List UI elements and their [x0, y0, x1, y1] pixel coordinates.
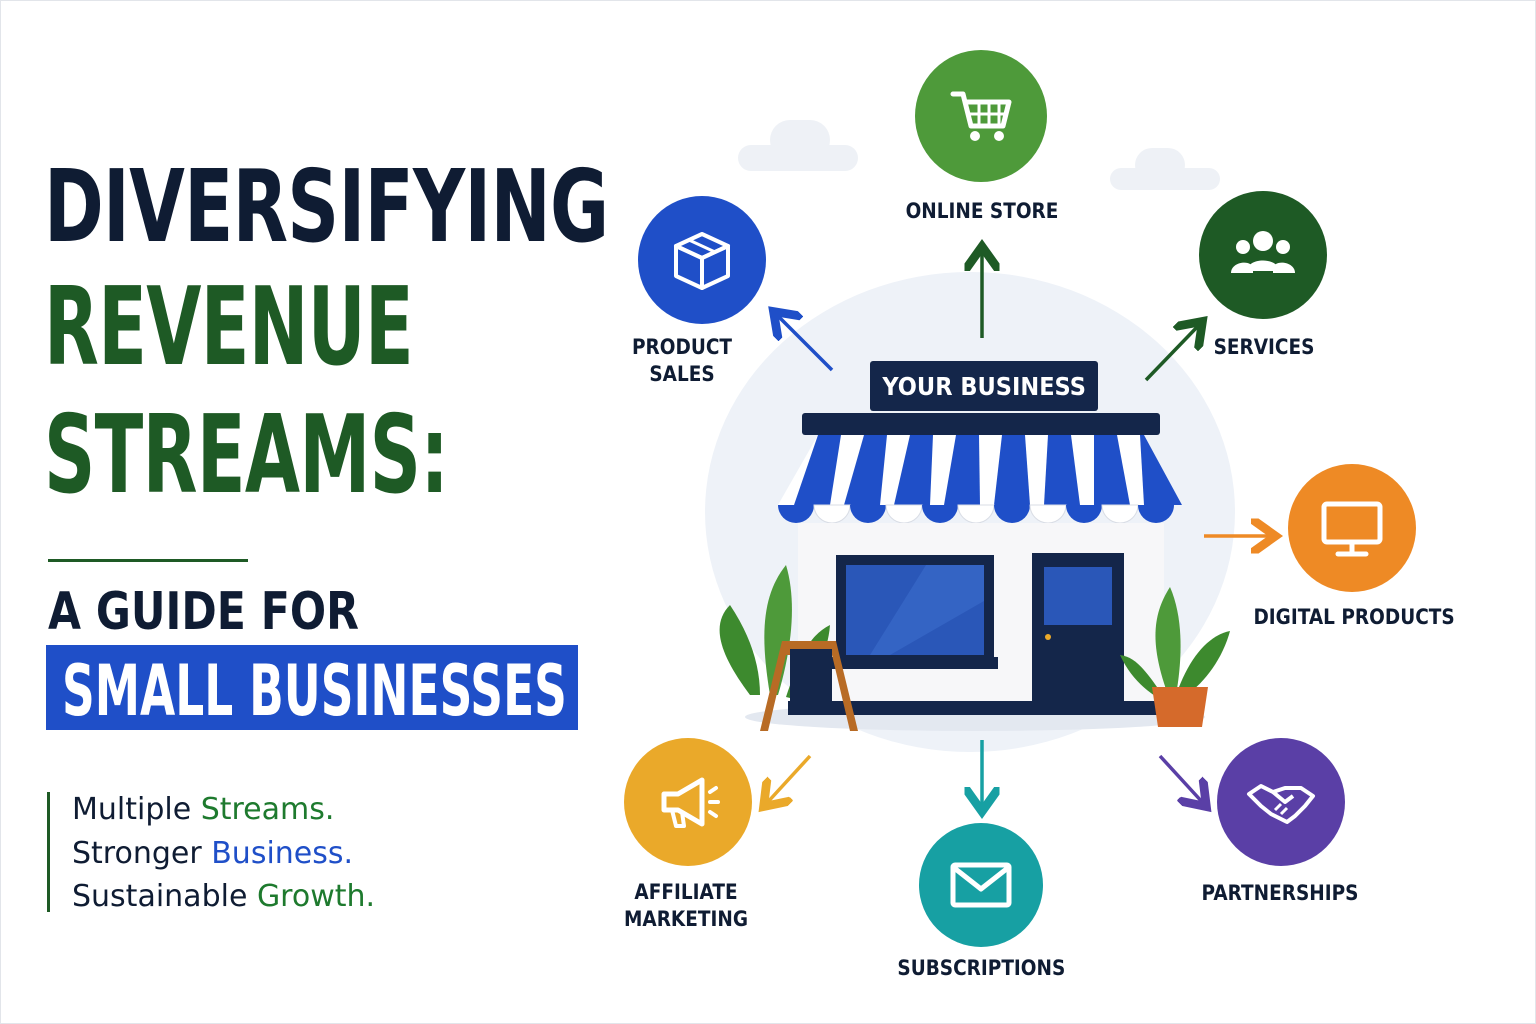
subtitle: A GUIDE FOR — [48, 582, 359, 642]
node-affiliate-marketing — [624, 738, 752, 866]
node-product-sales — [638, 196, 766, 324]
label-affiliate-line1: AFFILIATE — [634, 880, 738, 904]
storefront-illustration — [719, 413, 1230, 731]
handshake-icon — [1247, 784, 1315, 824]
tagline-3-lead: Sustainable — [72, 879, 257, 914]
tagline-1-lead: Multiple — [72, 792, 201, 827]
cloud-decoration — [1135, 148, 1185, 182]
node-subscriptions — [919, 823, 1043, 947]
arrow-services — [1144, 324, 1200, 382]
tagline-3-accent: Growth. — [256, 879, 376, 914]
business-sign-text: YOUR BUSINESS — [882, 371, 1086, 401]
label-product-sales-line1: PRODUCT — [631, 335, 732, 359]
box-icon — [674, 232, 730, 290]
node-services — [1199, 191, 1327, 319]
node-partnerships — [1217, 738, 1345, 866]
tagline-1-accent: Streams. — [200, 792, 335, 827]
title-line-3: STREAMS: — [44, 393, 449, 518]
monitor-icon — [1321, 501, 1383, 557]
label-subscriptions: SUBSCRIPTIONS — [897, 956, 1066, 980]
envelope-icon — [950, 862, 1012, 908]
label-online-store: ONLINE STORE — [905, 199, 1059, 223]
tagline-2: Stronger Business. — [72, 836, 353, 871]
arrow-affiliate — [766, 754, 812, 804]
label-services: SERVICES — [1213, 335, 1315, 359]
label-product-sales-line2: SALES — [649, 362, 715, 386]
node-online-store — [915, 50, 1047, 182]
shopping-cart-icon — [950, 91, 1012, 141]
node-digital-products — [1288, 464, 1416, 592]
label-affiliate-line2: MARKETING — [624, 907, 748, 931]
label-partnerships: PARTNERSHIPS — [1201, 881, 1359, 905]
business-sign: YOUR BUSINESS — [870, 361, 1098, 411]
people-icon — [1231, 231, 1295, 273]
title-line-1: DIVERSIFYING — [44, 148, 609, 265]
megaphone-icon — [661, 777, 720, 828]
arrow-product-sales — [776, 314, 834, 372]
cloud-decoration — [770, 120, 830, 160]
title-divider — [48, 559, 248, 562]
tagline-2-accent: Business. — [211, 836, 354, 871]
tagline-1: Multiple Streams. — [72, 792, 334, 827]
tagline-bar — [47, 792, 50, 912]
label-affiliate-marketing: AFFILIATE MARKETING — [616, 879, 757, 933]
tagline-2-lead: Stronger — [72, 836, 212, 871]
tagline-3: Sustainable Growth. — [72, 879, 375, 914]
arrow-partnerships — [1158, 754, 1204, 804]
label-digital-products: DIGITAL PRODUCTS — [1253, 605, 1455, 629]
highlight-text: SMALL BUSINESSES — [62, 650, 567, 732]
label-product-sales: PRODUCT SALES — [620, 334, 743, 388]
title-line-2: REVENUE — [44, 265, 414, 390]
highlight-banner — [46, 645, 578, 730]
